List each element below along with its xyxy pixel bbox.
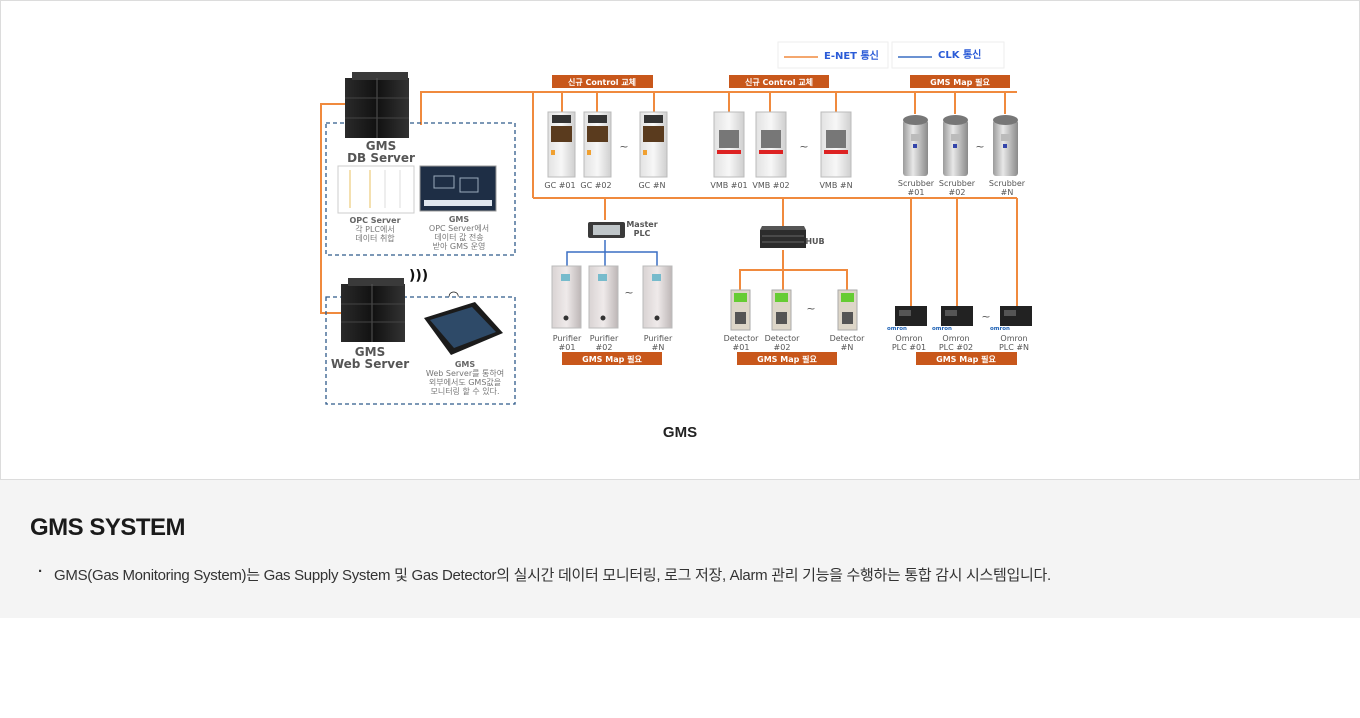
detector-banner xyxy=(737,352,837,365)
gms-title: GMS xyxy=(449,215,470,224)
detector-label-1b: #01 xyxy=(733,343,750,352)
gc-tilde: ~ xyxy=(619,140,628,153)
omron-logo-1: omron xyxy=(887,326,907,332)
detector-units xyxy=(730,289,858,331)
detector-tilde: ~ xyxy=(806,302,815,315)
wifi-signal-icon: ))) xyxy=(409,268,428,284)
opc-server-title: OPC Server xyxy=(349,216,400,225)
master-plc-label-2: PLC xyxy=(634,229,651,238)
gc-label-n: GC #N xyxy=(638,181,665,190)
web-server-title-1: GMS xyxy=(355,345,385,359)
opc-server-screenshot xyxy=(337,165,415,214)
detector-label-na: Detector xyxy=(830,334,866,343)
detector-label-nb: #N xyxy=(841,343,854,352)
tablet-desc-2: 외부에서도 GMS값을 xyxy=(429,377,501,387)
svg-text:GMS Map 필요: GMS Map 필요 xyxy=(936,354,996,364)
svg-text:신규 Control 교체: 신규 Control 교체 xyxy=(568,77,636,87)
scrubber-label-nb: #N xyxy=(1001,188,1014,197)
web-server-title-2: Web Server xyxy=(331,357,409,371)
legend: E-NET 통신 CLK 통신 xyxy=(777,41,1005,69)
purifier-banner xyxy=(562,352,662,365)
omron-label-na: Omron xyxy=(1000,334,1027,343)
svg-text:GMS Map 필요: GMS Map 필요 xyxy=(582,354,642,364)
tablet-desc-3: 모니터링 할 수 있다. xyxy=(430,386,499,396)
omron-tilde: ~ xyxy=(981,310,990,323)
gms-desc-1: OPC Server에서 xyxy=(429,224,489,233)
omron-logo-n: omron xyxy=(990,326,1010,332)
master-plc-label-1: Master xyxy=(626,220,657,229)
vmb-label-n: VMB #N xyxy=(819,181,852,190)
vmb-tilde: ~ xyxy=(799,140,808,153)
omron-label-1b: PLC #01 xyxy=(892,343,926,352)
legend-clk-label: CLK 통신 xyxy=(938,48,981,61)
svg-text:GMS Map 필요: GMS Map 필요 xyxy=(757,354,817,364)
detector-label-2a: Detector xyxy=(765,334,801,343)
clk-lines xyxy=(566,240,658,266)
detector-label-1a: Detector xyxy=(724,334,760,343)
scrubber-label-1b: #01 xyxy=(908,188,925,197)
detector-label-2b: #02 xyxy=(774,343,791,352)
scrubber-banner xyxy=(910,75,1010,88)
db-server-title-1: GMS xyxy=(366,139,396,153)
section-title: GMS SYSTEM xyxy=(30,514,186,541)
gc-units xyxy=(547,111,668,178)
opc-server-desc-2: 데이터 취합 xyxy=(355,233,395,243)
svg-text:신규 Control 교체: 신규 Control 교체 xyxy=(745,77,813,87)
web-server-box xyxy=(325,296,516,405)
purifier-label-1b: #01 xyxy=(559,343,576,352)
gms-desc-3: 받아 GMS 운영 xyxy=(433,241,486,251)
tablet-icon xyxy=(424,302,503,355)
omron-label-1a: Omron xyxy=(895,334,922,343)
wifi-icon: ◠ xyxy=(448,289,459,304)
vmb-units xyxy=(713,111,852,178)
db-server-icon xyxy=(345,72,409,138)
tablet-desc-1: Web Server를 통하여 xyxy=(426,368,504,378)
scrubber-units xyxy=(903,115,1018,176)
vmb-label-1: VMB #01 xyxy=(710,181,747,190)
hub-label: HUB xyxy=(805,237,824,246)
gc-banner xyxy=(552,75,653,88)
scrubber-label-2b: #02 xyxy=(949,188,966,197)
legend-enet-label: E-NET 통신 xyxy=(824,49,879,62)
purifier-tilde: ~ xyxy=(624,286,633,299)
omron-label-nb: PLC #N xyxy=(999,343,1029,352)
scrubber-label-2a: Scrubber xyxy=(939,179,976,188)
purifier-label-2a: Purifier xyxy=(590,334,619,343)
purifier-label-2b: #02 xyxy=(596,343,613,352)
gms-diagram: E-NET 통신 CLK 통신 GMS DB Server xyxy=(320,41,1032,405)
omron-logo-2: omron xyxy=(932,326,952,332)
scrubber-label-na: Scrubber xyxy=(989,179,1026,188)
omron-banner xyxy=(916,352,1017,365)
scrubber-tilde: ~ xyxy=(975,140,984,153)
master-plc-icon xyxy=(588,222,625,238)
omron-label-2a: Omron xyxy=(942,334,969,343)
scrubber-label-1a: Scrubber xyxy=(898,179,935,188)
gms-screenshot xyxy=(419,165,497,212)
tablet-title: GMS xyxy=(455,360,476,369)
description-section: GMS SYSTEM GMS(Gas Monitoring System)는 G… xyxy=(0,480,1360,618)
figure-frame xyxy=(0,0,1360,480)
vmb-label-2: VMB #02 xyxy=(752,181,789,190)
hub-icon xyxy=(760,226,806,248)
vmb-banner xyxy=(729,75,829,88)
purifier-label-1a: Purifier xyxy=(553,334,582,343)
purifier-units xyxy=(551,265,673,329)
gms-desc-2: 데이터 값 전송 xyxy=(434,232,483,242)
omron-label-2b: PLC #02 xyxy=(939,343,973,352)
svg-text:GMS Map 필요: GMS Map 필요 xyxy=(930,77,990,87)
bullet-list: GMS(Gas Monitoring System)는 Gas Supply S… xyxy=(38,563,1051,585)
web-server-icon xyxy=(341,278,405,342)
db-server-box xyxy=(325,122,516,256)
gc-label-2: GC #02 xyxy=(580,181,611,190)
bullet-item: GMS(Gas Monitoring System)는 Gas Supply S… xyxy=(38,563,1051,585)
gc-label-1: GC #01 xyxy=(544,181,575,190)
banners: 신규 Control 교체 신규 Control 교체 GMS Map 필요 G… xyxy=(552,75,1017,365)
omron-plc-units xyxy=(895,306,1032,326)
figure-caption: GMS xyxy=(662,424,698,441)
enet-lines xyxy=(320,91,1018,314)
db-server-title-2: DB Server xyxy=(347,151,415,165)
opc-server-desc-1: 각 PLC에서 xyxy=(355,224,395,234)
purifier-label-na: Purifier xyxy=(644,334,673,343)
purifier-label-nb: #N xyxy=(652,343,665,352)
